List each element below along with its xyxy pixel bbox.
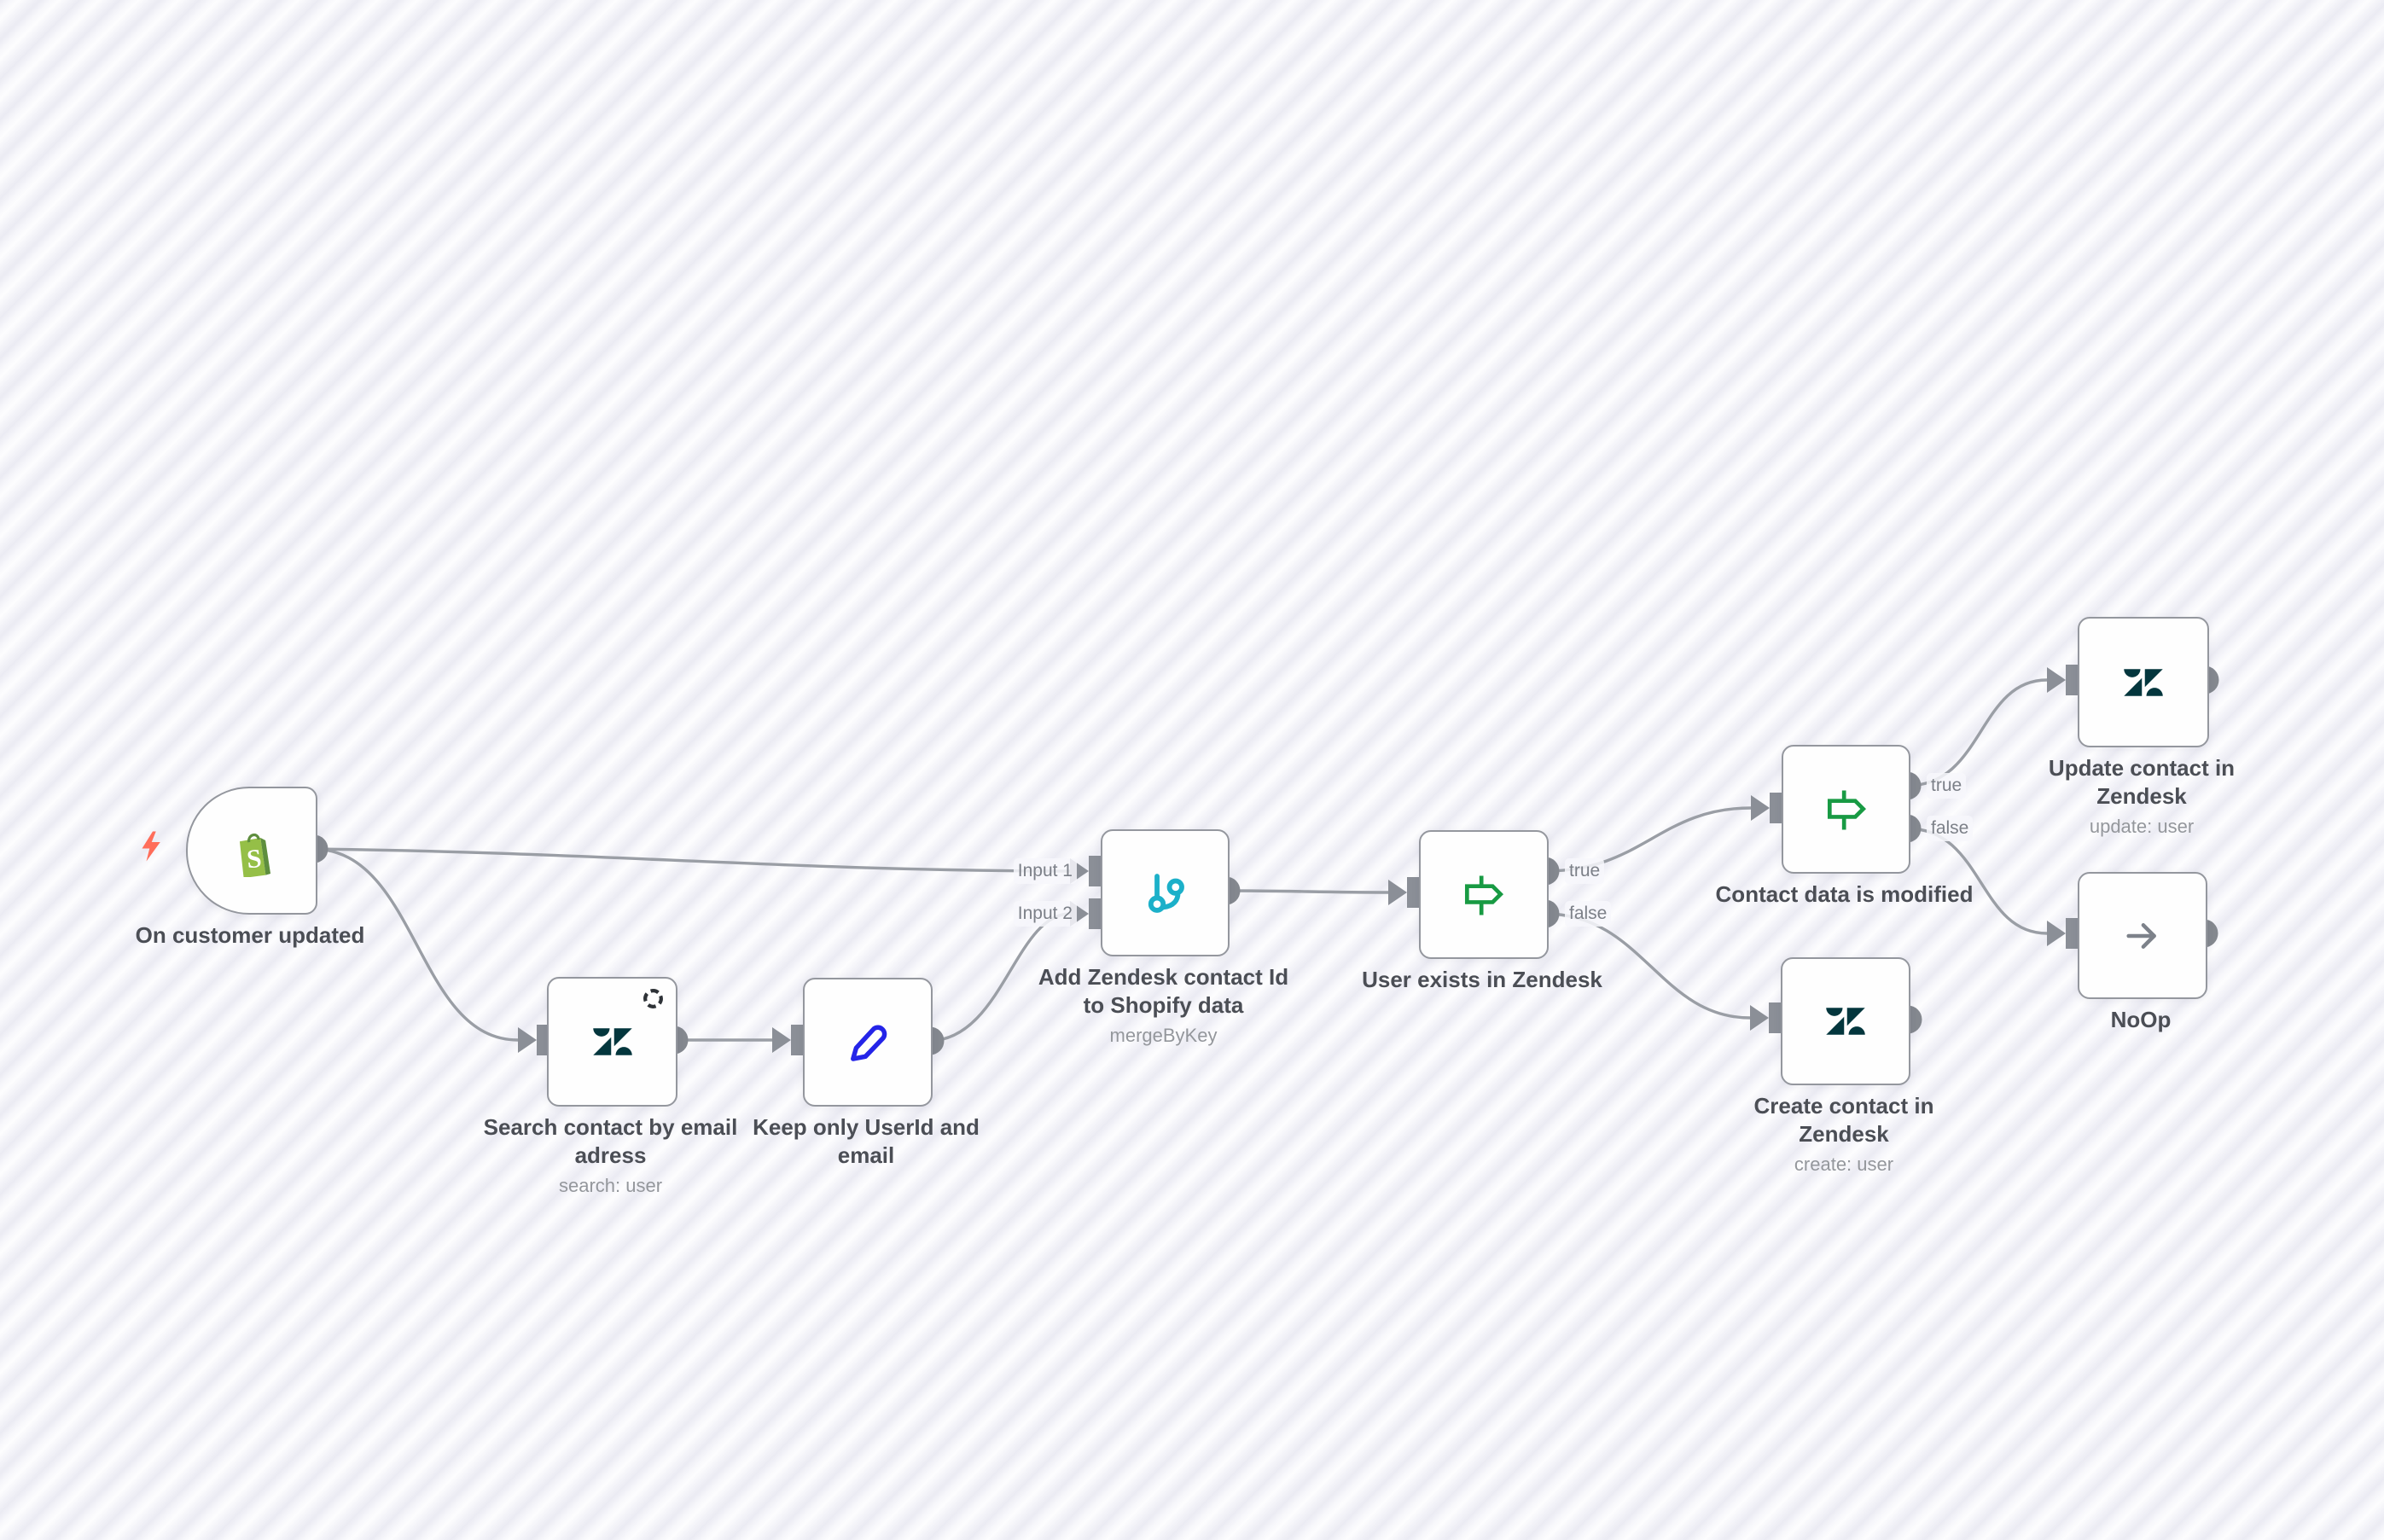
- wire-trigger-to-merge-input1[interactable]: [313, 847, 1073, 873]
- node-subtitle: update: user: [2089, 815, 2195, 837]
- node-user-exists-in-zendesk[interactable]: User exists in Zendesk: [1362, 830, 1602, 992]
- merge-icon: [1148, 873, 1184, 913]
- wire-merge-to-userexists[interactable]: [1225, 889, 1389, 894]
- port-label-contactdata-false: false: [1927, 816, 1974, 841]
- node-noop[interactable]: NoOp: [2078, 872, 2207, 1032]
- input-endpoint-noop[interactable]: [2047, 918, 2079, 949]
- node-title: On customer updated: [135, 922, 365, 948]
- node-title: NoOp: [2110, 1007, 2172, 1032]
- arrow-right-icon: [2126, 922, 2156, 949]
- zendesk-icon: [2124, 668, 2163, 696]
- node-title: Keep only UserId and email: [753, 1114, 980, 1169]
- input-endpoint-update[interactable]: [2047, 665, 2079, 695]
- svg-text:S: S: [246, 843, 263, 874]
- port-label-userexists-true: true: [1565, 858, 1605, 884]
- zendesk-icon: [1826, 1008, 1865, 1035]
- pencil-icon: [851, 1025, 887, 1061]
- signpost-icon: [1464, 875, 1504, 915]
- node-subtitle: mergeByKey: [1109, 1024, 1218, 1046]
- input-endpoint-search[interactable]: [518, 1025, 549, 1055]
- node-subtitle: search: user: [558, 1174, 663, 1196]
- wire-trigger-to-search[interactable]: [313, 847, 519, 1042]
- trigger-bolt-icon: [142, 831, 160, 862]
- node-title: User exists in Zendesk: [1362, 967, 1602, 992]
- node-on-customer-updated[interactable]: S On customer updated: [136, 787, 364, 948]
- zendesk-icon: [592, 1028, 632, 1055]
- input-endpoint-contactdata[interactable]: [1751, 793, 1782, 823]
- port-label-input-2: Input 2: [1013, 901, 1077, 927]
- input-endpoint-create[interactable]: [1750, 1002, 1782, 1033]
- retry-icon: [643, 989, 663, 1008]
- input-endpoint-keep[interactable]: [772, 1025, 804, 1055]
- node-keep-only-userid-and-email[interactable]: Keep only UserId and email: [753, 978, 980, 1168]
- port-label-input-1: Input 1: [1013, 858, 1077, 884]
- input-endpoint-userexists[interactable]: [1388, 877, 1420, 908]
- port-label-userexists-false: false: [1565, 901, 1612, 927]
- wire-contactdata-true-to-update[interactable]: [1906, 678, 2048, 787]
- port-label-contactdata-true: true: [1927, 773, 1967, 799]
- signpost-icon: [1827, 790, 1866, 829]
- node-title: Contact data is modified: [1715, 881, 1974, 907]
- node-subtitle: create: user: [1794, 1153, 1894, 1175]
- node-contact-data-is-modified[interactable]: Contact data is modified: [1716, 745, 1973, 907]
- shopify-bag-icon: S: [239, 833, 271, 877]
